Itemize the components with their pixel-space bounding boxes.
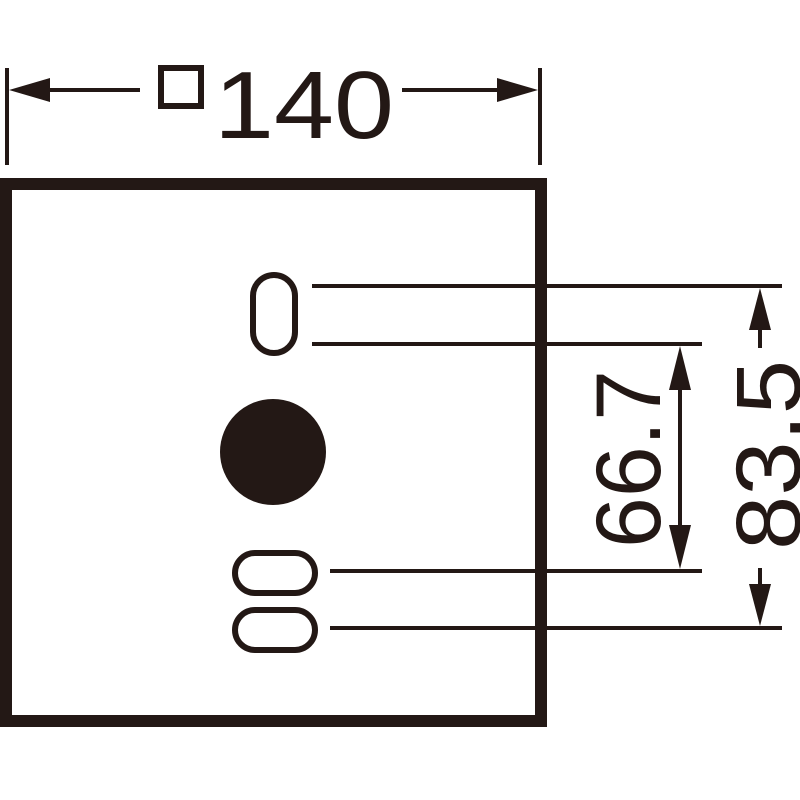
horizontal-slot-hole-lower (232, 607, 318, 653)
center-circle (220, 399, 326, 505)
horizontal-slot-hole-upper (232, 550, 318, 596)
reference-lines (312, 284, 782, 630)
square-symbol-icon (158, 65, 204, 109)
arrow-up-icon (749, 288, 771, 330)
width-dimension-value: 140 (214, 52, 394, 159)
fixture-outline (0, 178, 547, 727)
width-dimension (5, 65, 542, 165)
outer-dimension-value: 83.5 (718, 360, 800, 550)
inner-dimension-value: 66.7 (578, 370, 680, 548)
arrow-down-icon (749, 584, 771, 626)
inner-dimension (669, 346, 691, 569)
arrow-up-icon (669, 346, 691, 390)
arrow-right-icon (497, 78, 538, 102)
arrow-left-icon (9, 78, 50, 102)
vertical-slot-hole (250, 272, 298, 356)
arrow-down-icon (669, 525, 691, 569)
outer-dimension (749, 288, 771, 626)
